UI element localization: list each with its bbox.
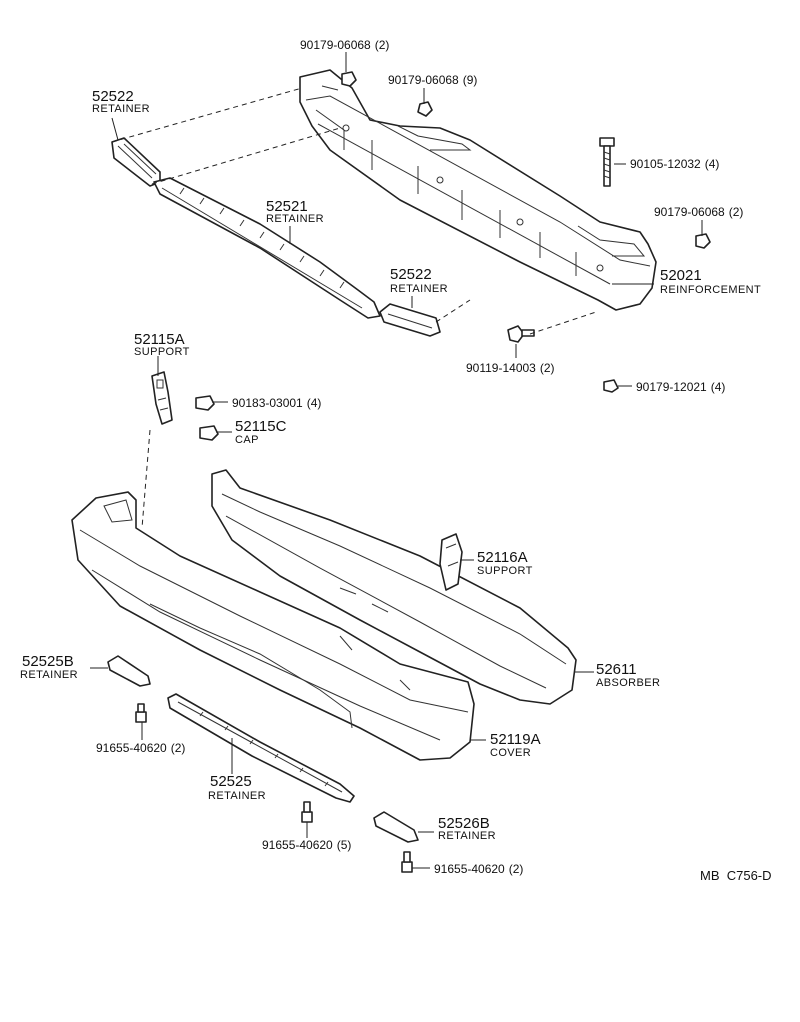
label-90119-14003: 90119-14003 (2)	[466, 361, 555, 375]
bolt-90119-14003-drawing	[507, 325, 535, 343]
label-91655-40620-a-number: 91655-40620	[96, 741, 167, 755]
bolt-90105-12032-drawing	[599, 137, 615, 187]
label-91655-40620-a-qty: (2)	[171, 741, 186, 755]
label-52611-number: 52611	[596, 661, 637, 678]
label-52522-upper-name: RETAINER	[92, 103, 150, 115]
label-91655-40620-c: 91655-40620 (2)	[434, 862, 523, 876]
label-52115c-name: CAP	[235, 434, 259, 446]
label-91655-40620-c-qty: (2)	[509, 862, 524, 876]
label-91655-40620-b-qty: (5)	[337, 838, 352, 852]
label-52115c-number: 52115C	[235, 418, 287, 435]
assembly-guide-lines	[111, 87, 597, 529]
support-52116a-drawing	[439, 533, 463, 591]
retainer-52522-lower-drawing	[379, 303, 441, 337]
label-90183-03001: 90183-03001 (4)	[232, 396, 321, 410]
label-52522-upper-number: 52522	[92, 88, 134, 105]
label-52115a-number: 52115A	[134, 331, 185, 348]
label-90105-12032-number: 90105-12032	[630, 157, 701, 171]
label-90179-06068-c-number: 90179-06068	[654, 205, 725, 219]
retainer-52525b-drawing	[107, 655, 151, 687]
label-52522-lower-number: 52522	[390, 266, 432, 283]
label-52021-name: REINFORCEMENT	[660, 284, 761, 296]
label-90119-14003-qty: (2)	[540, 361, 555, 375]
nut-90179-06068-a-drawing	[341, 71, 357, 87]
label-90179-12021-qty: (4)	[711, 380, 726, 394]
label-52115a-name: SUPPORT	[134, 346, 190, 358]
label-52525-number: 52525	[210, 773, 252, 790]
label-90179-12021-number: 90179-12021	[636, 380, 707, 394]
label-52021-number: 52021	[660, 267, 702, 284]
label-52522-lower-name: RETAINER	[390, 283, 448, 295]
nut-90179-06068-b-drawing	[417, 101, 433, 117]
screw-91655-40620-a-drawing	[135, 703, 147, 723]
label-90179-06068-b-qty: (9)	[463, 73, 478, 87]
label-52611-name: ABSORBER	[596, 677, 660, 689]
label-52525b-name: RETAINER	[20, 669, 78, 681]
label-52526b-number: 52526B	[438, 815, 490, 832]
label-90179-06068-a-number: 90179-06068	[300, 38, 371, 52]
label-90179-06068-a-qty: (2)	[375, 38, 390, 52]
label-91655-40620-b-number: 91655-40620	[262, 838, 333, 852]
cover-drawing	[71, 491, 475, 761]
label-90105-12032: 90105-12032 (4)	[630, 157, 719, 171]
label-90179-12021: 90179-12021 (4)	[636, 380, 725, 394]
label-91655-40620-c-number: 91655-40620	[434, 862, 505, 876]
nut-90179-06068-c-drawing	[695, 233, 711, 249]
label-90183-03001-number: 90183-03001	[232, 396, 303, 410]
label-52521-number: 52521	[266, 198, 308, 215]
label-90105-12032-qty: (4)	[705, 157, 720, 171]
retainer-52522-upper-drawing	[111, 137, 161, 187]
label-90179-06068-b: 90179-06068 (9)	[388, 73, 477, 87]
label-90179-06068-b-number: 90179-06068	[388, 73, 459, 87]
label-52525-name: RETAINER	[208, 790, 266, 802]
screw-91655-40620-b-drawing	[301, 801, 313, 823]
label-90119-14003-number: 90119-14003	[466, 361, 536, 375]
label-52521-name: RETAINER	[266, 213, 324, 225]
retainer-52526b-drawing	[373, 811, 419, 843]
clip-90183-03001-drawing	[195, 395, 215, 411]
label-90179-06068-c: 90179-06068 (2)	[654, 205, 743, 219]
label-52116a-number: 52116A	[477, 549, 528, 566]
absorber-drawing	[211, 469, 577, 705]
label-52119a-name: COVER	[490, 747, 531, 759]
diagram-reference-code: MB C756-D	[700, 868, 772, 883]
nut-90179-12021-drawing	[603, 379, 619, 393]
label-90183-03001-qty: (4)	[307, 396, 322, 410]
label-91655-40620-b: 91655-40620 (5)	[262, 838, 351, 852]
reinforcement-drawing	[299, 69, 657, 311]
cap-52115c-drawing	[199, 425, 219, 441]
leader-lines	[90, 52, 703, 869]
label-52525b-number: 52525B	[22, 653, 74, 670]
support-52115a-drawing	[151, 371, 173, 425]
label-90179-06068-a: 90179-06068 (2)	[300, 38, 389, 52]
label-52116a-name: SUPPORT	[477, 565, 533, 577]
screw-91655-40620-c-drawing	[401, 851, 413, 873]
label-52526b-name: RETAINER	[438, 830, 496, 842]
retainer-52525-drawing	[167, 693, 355, 803]
label-90179-06068-c-qty: (2)	[729, 205, 744, 219]
label-91655-40620-a: 91655-40620 (2)	[96, 741, 185, 755]
retainer-52521-drawing	[153, 177, 381, 319]
label-52119a-number: 52119A	[490, 731, 541, 748]
